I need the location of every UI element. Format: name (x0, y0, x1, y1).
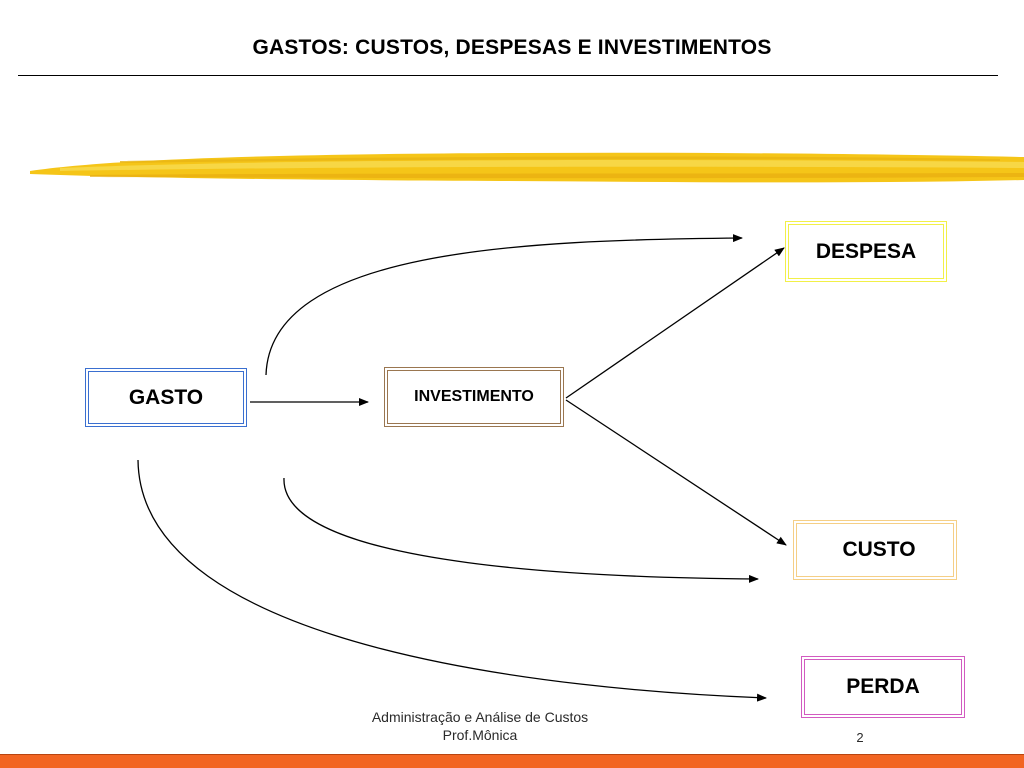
node-despesa: DESPESA (785, 221, 947, 282)
arrow-gasto-to-perda (137, 459, 767, 702)
arrow-investimento-to-despesa (565, 247, 785, 399)
node-custo: CUSTO (793, 520, 957, 580)
yellow-highlight-stroke (30, 152, 1024, 183)
node-gasto: GASTO (85, 368, 247, 427)
bottom-accent-bar (0, 754, 1024, 768)
footer-author: Prof.Mônica (442, 727, 518, 743)
node-custo-label: CUSTO (842, 538, 916, 561)
title-divider (18, 75, 998, 76)
node-investimento-label: INVESTIMENTO (414, 388, 534, 405)
node-gasto-label: GASTO (128, 385, 204, 409)
node-perda-label: PERDA (846, 675, 920, 698)
arrow-investimento-to-custo (565, 399, 787, 546)
slide-title: GASTOS: CUSTOS, DESPESAS E INVESTIMENTOS (252, 36, 772, 59)
slide-footer: Administração e Análise de Custos Prof.M… (360, 708, 600, 744)
node-investimento: INVESTIMENTO (384, 367, 564, 427)
node-despesa-label: DESPESA (815, 239, 917, 263)
node-perda: PERDA (801, 656, 965, 718)
footer-course: Administração e Análise de Custos (371, 709, 589, 725)
arrow-gasto-to-custo (283, 477, 759, 583)
arrow-gasto-to-despesa (265, 234, 743, 376)
page-number: 2 (856, 730, 864, 745)
